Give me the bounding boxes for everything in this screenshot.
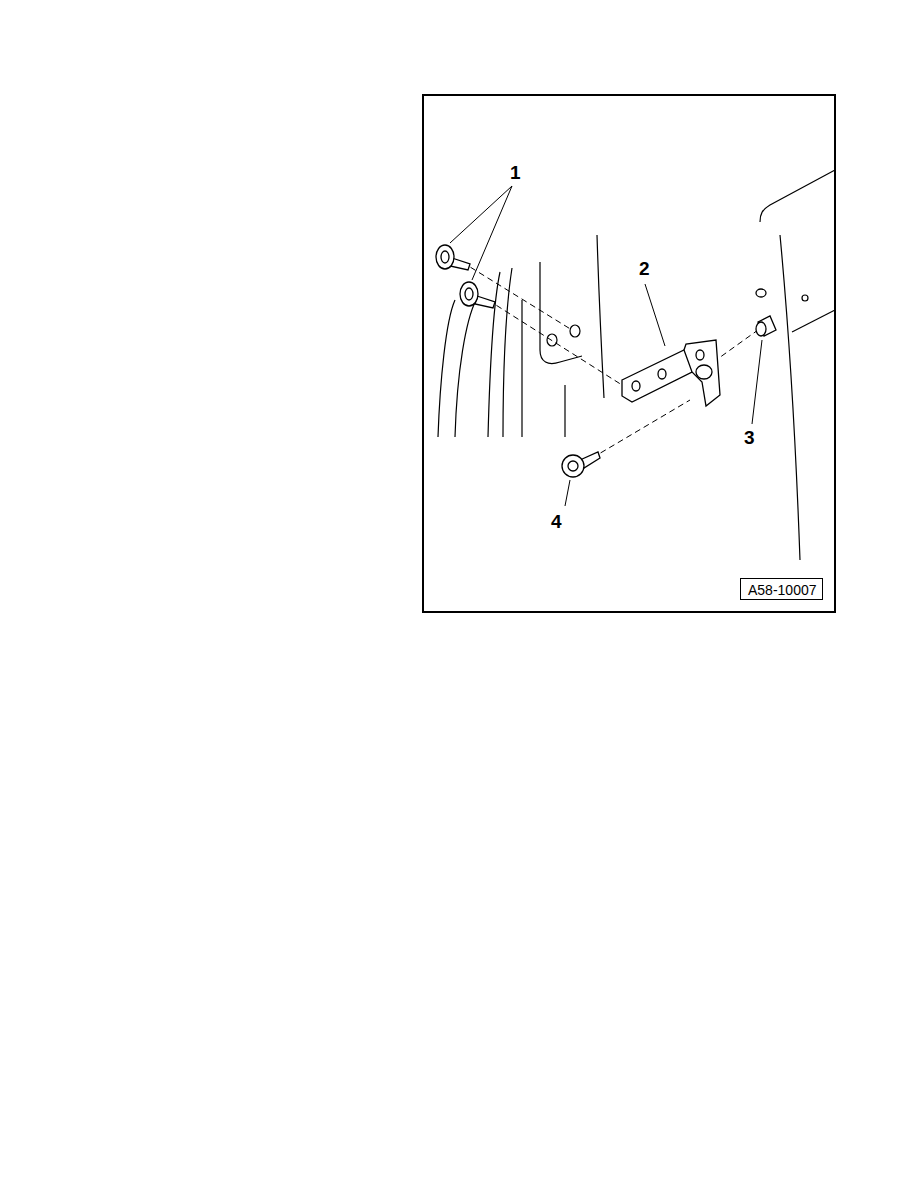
callout-number: 3 (744, 428, 755, 447)
callout-number: 1 (510, 163, 521, 182)
figure-id-box: A58-10007 (740, 578, 823, 600)
hinge-part (622, 340, 720, 406)
callout-number: 4 (551, 512, 562, 531)
assembly-lines (462, 262, 758, 458)
figure-id: A58-10007 (748, 583, 815, 597)
screw-pair (436, 245, 495, 308)
callout-number: 2 (639, 259, 650, 278)
screw-single (562, 452, 600, 477)
door-panel (760, 170, 835, 560)
body-pillar (438, 235, 604, 437)
sleeve-part (756, 289, 776, 336)
leader-lines (450, 186, 762, 506)
figure-frame (423, 95, 835, 612)
